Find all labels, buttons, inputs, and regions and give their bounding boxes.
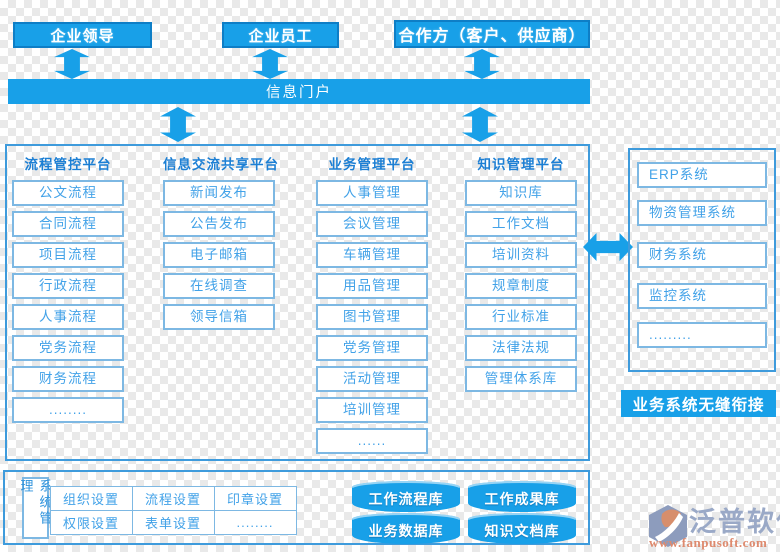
diagram-item: 知识库: [465, 180, 577, 206]
diagram-item: 管理体系库: [465, 366, 577, 392]
diagram-item: 行政流程: [12, 273, 124, 299]
grid-cell: 流程设置: [131, 485, 215, 511]
diagram-item: 物资管理系统: [637, 200, 767, 226]
fanpu-logo-icon: [649, 505, 687, 547]
diagram-item: 培训资料: [465, 242, 577, 268]
database-cylinder: 工作成果库: [468, 481, 576, 512]
double-arrow-vertical-icon: [54, 49, 90, 79]
diagram-item-ellipsis: ........: [12, 397, 124, 423]
diagram-item: 车辆管理: [316, 242, 428, 268]
diagram-item: 合同流程: [12, 211, 124, 237]
diagram-item: 用品管理: [316, 273, 428, 299]
grid-cell: 权限设置: [49, 509, 133, 535]
node-enterprise-leaders: 企业领导: [13, 22, 152, 48]
diagram-item: 工作文档: [465, 211, 577, 237]
diagram-item: 项目流程: [12, 242, 124, 268]
diagram-item: 财务系统: [637, 242, 767, 268]
diagram-item: 领导信箱: [163, 304, 275, 330]
diagram-item: 规章制度: [465, 273, 577, 299]
diagram-item: 在线调查: [163, 273, 275, 299]
grid-cell: 组织设置: [49, 485, 133, 511]
double-arrow-vertical-icon: [462, 107, 498, 142]
node-information-portal: 信息门户: [8, 79, 590, 104]
column-header-process: 流程管控平台: [24, 157, 112, 172]
seamless-integration-caption: 业务系统无缝衔接: [621, 390, 776, 417]
diagram-item: 图书管理: [316, 304, 428, 330]
column-business-items: 人事管理 会议管理 车辆管理 用品管理 图书管理 党务管理 活动管理 培训管理 …: [316, 180, 428, 454]
platforms-container: 流程管控平台 信息交流共享平台 业务管理平台 知识管理平台 公文流程 合同流程 …: [5, 144, 590, 461]
diagram-item-ellipsis: .........: [637, 322, 767, 348]
column-knowledge-items: 知识库 工作文档 培训资料 规章制度 行业标准 法律法规 管理体系库: [465, 180, 577, 392]
diagram-item: 人事流程: [12, 304, 124, 330]
database-label: 业务数据库: [368, 523, 444, 539]
node-enterprise-employees: 企业员工: [222, 22, 339, 48]
database-label: 工作成果库: [484, 491, 560, 507]
diagram-item: 电子邮箱: [163, 242, 275, 268]
vendor-logo: 泛普软件 www.fanpusoft.com: [649, 504, 780, 550]
double-arrow-vertical-icon: [252, 49, 288, 79]
column-header-business: 业务管理平台: [328, 157, 416, 172]
database-cylinder: 工作流程库: [352, 481, 460, 512]
diagram-item: 党务管理: [316, 335, 428, 361]
diagram-item: 公告发布: [163, 211, 275, 237]
system-settings-grid: 组织设置 流程设置 印章设置 权限设置 表单设置 ........: [49, 485, 297, 535]
external-systems-container: ERP系统 物资管理系统 财务系统 监控系统 .........: [628, 148, 776, 372]
diagram-item: 会议管理: [316, 211, 428, 237]
bottom-container: 系统管理 组织设置 流程设置 印章设置 权限设置 表单设置 ........ 工…: [3, 470, 590, 545]
column-process-items: 公文流程 合同流程 项目流程 行政流程 人事流程 党务流程 财务流程 .....…: [12, 180, 124, 423]
grid-cell: 印章设置: [213, 485, 297, 511]
grid-cell: 表单设置: [131, 509, 215, 535]
diagram-item: ERP系统: [637, 162, 767, 188]
diagram-item: 法律法规: [465, 335, 577, 361]
diagram-item: 监控系统: [637, 283, 767, 309]
diagram-item: 党务流程: [12, 335, 124, 361]
database-cylinder: 业务数据库: [352, 513, 460, 544]
database-label: 知识文档库: [484, 523, 560, 539]
diagram-item-ellipsis: ......: [316, 428, 428, 454]
diagram-item: 培训管理: [316, 397, 428, 423]
grid-cell-ellipsis: ........: [213, 509, 297, 535]
diagram-item: 公文流程: [12, 180, 124, 206]
diagram-item: 活动管理: [316, 366, 428, 392]
diagram-item: 新闻发布: [163, 180, 275, 206]
diagram-item: 财务流程: [12, 366, 124, 392]
system-management-label: 系统管理: [19, 477, 53, 539]
double-arrow-vertical-icon: [464, 49, 500, 79]
column-header-info-exchange: 信息交流共享平台: [163, 157, 279, 172]
diagram-item: 行业标准: [465, 304, 577, 330]
database-cylinder: 知识文档库: [468, 513, 576, 544]
double-arrow-vertical-icon: [160, 107, 196, 142]
diagram-item: 人事管理: [316, 180, 428, 206]
double-arrow-horizontal-icon: [583, 233, 633, 261]
database-label: 工作流程库: [368, 491, 444, 507]
vendor-url: www.fanpusoft.com: [649, 535, 768, 550]
vendor-name: 泛普软件: [689, 507, 780, 537]
column-header-knowledge: 知识管理平台: [477, 157, 565, 172]
node-partners: 合作方（客户、供应商）: [394, 20, 590, 48]
column-info-exchange-items: 新闻发布 公告发布 电子邮箱 在线调查 领导信箱: [163, 180, 275, 330]
